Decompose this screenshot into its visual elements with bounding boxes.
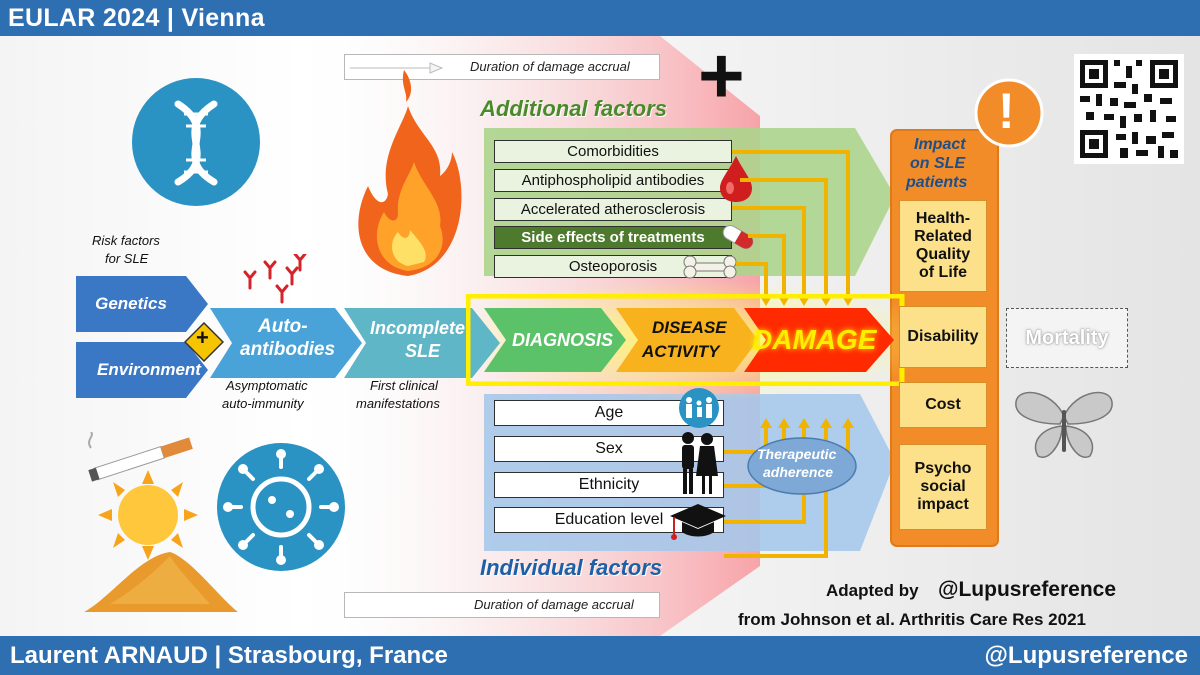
disability-label: Disability bbox=[907, 328, 979, 345]
impact-title-line2: on SLE bbox=[910, 155, 966, 172]
hrql-line4: of Life bbox=[919, 264, 967, 281]
factor-comorbidities: Comorbidities bbox=[494, 140, 732, 163]
credit-line2: from Johnson et al. Arthritis Care Res 2… bbox=[738, 610, 1086, 629]
couple-silhouette-icon bbox=[682, 432, 718, 494]
individual-factors-title: Individual factors bbox=[480, 555, 663, 580]
damage-label: DAMAGE bbox=[752, 324, 877, 355]
disease-activity-line1: DISEASE bbox=[652, 318, 727, 337]
butterfly-icon bbox=[1015, 391, 1113, 459]
sun-icon bbox=[98, 470, 198, 560]
graduation-cap-icon bbox=[670, 504, 726, 540]
credit-line1-handle: @Lupusreference bbox=[938, 578, 1117, 601]
asymptomatic-line2: auto-immunity bbox=[222, 396, 304, 411]
factor-antiphospholipid: Antiphospholipid antibodies bbox=[494, 169, 732, 192]
hrql-line2: Related bbox=[914, 228, 972, 245]
autoantibodies-line1: Auto- bbox=[258, 316, 308, 337]
duration-top-arrow bbox=[350, 62, 444, 74]
additional-factors-title: Additional factors bbox=[480, 96, 668, 121]
fire-icon bbox=[358, 70, 462, 276]
diagnosis-label: DIAGNOSIS bbox=[512, 330, 614, 350]
bone-icon bbox=[683, 255, 737, 279]
blood-drop-icon bbox=[720, 156, 752, 202]
qr-code-icon bbox=[1074, 54, 1184, 164]
impact-title-line1: Impact bbox=[914, 136, 966, 153]
duration-bottom-label: Duration of damage accrual bbox=[474, 597, 634, 612]
footer-bar: Laurent ARNAUD | Strasbourg, France @Lup… bbox=[0, 636, 1200, 675]
genetics-label: Genetics bbox=[95, 294, 167, 313]
mortality-box: Mortality bbox=[1006, 308, 1128, 368]
duration-bottom-box bbox=[344, 592, 660, 618]
factor-atherosclerosis: Accelerated atherosclerosis bbox=[494, 198, 732, 221]
factor-side-effects: Side effects of treatments bbox=[494, 226, 732, 249]
diagram-canvas: Duration of damage accrual Duration of d… bbox=[0, 36, 1200, 636]
impact-cost: Cost bbox=[899, 382, 987, 428]
plus-diamond bbox=[184, 322, 224, 362]
factor-osteoporosis: Osteoporosis bbox=[494, 255, 732, 278]
therapeutic-adherence-ellipse bbox=[747, 437, 857, 495]
incomplete-sle-arrow bbox=[344, 308, 500, 378]
incomplete-sle-line2: SLE bbox=[405, 341, 441, 361]
header-bar: EULAR 2024 | Vienna bbox=[0, 0, 1200, 36]
disease-activity-line2: ACTIVITY bbox=[642, 342, 720, 361]
environment-label: Environment bbox=[97, 360, 201, 379]
impact-disability: Disability bbox=[899, 306, 987, 368]
diagnosis-arrow bbox=[484, 308, 626, 372]
cost-label: Cost bbox=[925, 396, 961, 413]
hrql-line1: Health- bbox=[915, 210, 971, 227]
antibody-icon bbox=[243, 254, 307, 304]
psycho-line2: social bbox=[920, 478, 966, 495]
impact-hrql: Health- Related Quality of Life bbox=[899, 200, 987, 292]
damage-arrow bbox=[744, 308, 894, 372]
hrql-line3: Quality bbox=[915, 246, 971, 263]
first-clinical-line1: First clinical bbox=[370, 378, 438, 393]
big-plus-sign: + bbox=[698, 36, 745, 120]
therapeutic-line2: adherence bbox=[763, 464, 834, 480]
asymptomatic-line1: Asymptomatic bbox=[226, 378, 308, 393]
duration-top-label: Duration of damage accrual bbox=[470, 59, 630, 74]
risk-arrows bbox=[76, 276, 208, 398]
central-pipeline bbox=[466, 294, 905, 386]
risk-factors-line1: Risk factors bbox=[92, 233, 160, 248]
virus-icon bbox=[217, 443, 345, 571]
dna-icon bbox=[132, 78, 260, 206]
cigarette-icon bbox=[88, 432, 193, 482]
credit-line1-prefix: Adapted by bbox=[826, 581, 919, 600]
dust-icon bbox=[84, 552, 238, 612]
autoantibodies-line2: antibodies bbox=[240, 339, 336, 360]
plus-sign: + bbox=[196, 325, 209, 350]
header-title: EULAR 2024 | Vienna bbox=[8, 4, 265, 32]
footer-handle: @Lupusreference bbox=[984, 642, 1188, 669]
first-clinical-line2: manifestations bbox=[356, 396, 440, 411]
psycho-line1: Psycho bbox=[914, 460, 972, 477]
warning-mark: ! bbox=[998, 83, 1015, 139]
psycho-line3: impact bbox=[917, 496, 969, 513]
presenter-label: Laurent ARNAUD | Strasbourg, France bbox=[10, 642, 448, 669]
duration-top-box bbox=[344, 54, 660, 80]
autoantibodies-arrow bbox=[210, 308, 362, 378]
impact-psychosocial: Psycho social impact bbox=[899, 444, 987, 530]
incomplete-sle-line1: Incomplete bbox=[370, 318, 466, 338]
warning-icon bbox=[974, 78, 1044, 148]
risk-factors-line2: for SLE bbox=[105, 251, 149, 266]
family-icon bbox=[679, 388, 719, 428]
impact-title-line3: patients bbox=[906, 174, 968, 191]
therapeutic-line1: Therapeutic bbox=[757, 446, 837, 462]
mortality-label: Mortality bbox=[1025, 326, 1109, 349]
activity-arrow bbox=[616, 308, 758, 372]
